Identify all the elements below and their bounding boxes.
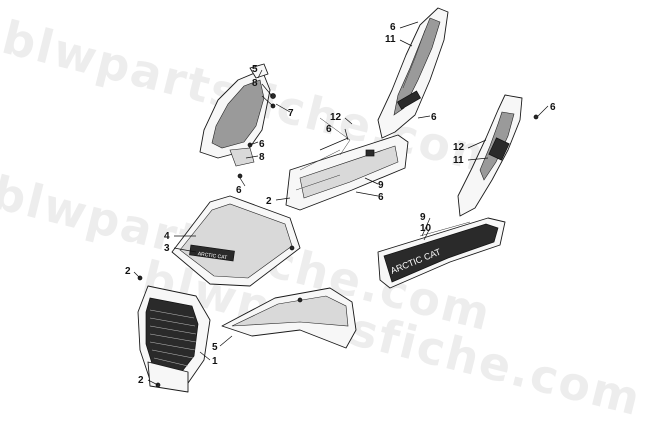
parts-diagram: blwpartsfiche.com blwpartsfiche.com blwp… xyxy=(0,7,647,426)
callout-labels: 6 11 5 8 7 6 8 6 12 6 6 2 9 6 6 12 11 4 … xyxy=(125,22,556,386)
callout-11: 11 xyxy=(385,34,396,45)
right-side-panel-mid xyxy=(457,94,539,217)
hood-cover: ARCTIC CAT xyxy=(171,195,301,287)
callout-10: 10 xyxy=(420,223,432,234)
callout-7: 7 xyxy=(288,108,294,119)
callout-9: 9 xyxy=(420,212,426,223)
front-cowl-upper xyxy=(199,63,276,179)
leader-lines xyxy=(133,21,549,386)
callout-6: 6 xyxy=(550,102,556,113)
hood-decal-text: ARCTIC CAT xyxy=(197,251,227,261)
callout-4: 4 xyxy=(164,231,170,242)
callout-6: 6 xyxy=(378,192,384,203)
callout-12: 12 xyxy=(453,142,465,153)
side-decal: ARCTIC CAT xyxy=(377,217,506,289)
center-tray-panel xyxy=(285,117,409,211)
callout-12: 12 xyxy=(330,112,342,123)
callout-11: 11 xyxy=(453,155,464,166)
right-side-panel-upper xyxy=(377,7,449,139)
callout-2: 2 xyxy=(266,196,272,207)
callout-3: 3 xyxy=(164,243,170,254)
front-grille xyxy=(137,275,211,393)
callout-5: 5 xyxy=(212,342,218,353)
callout-6: 6 xyxy=(236,185,242,196)
callout-6: 6 xyxy=(431,112,437,123)
callout-8: 8 xyxy=(252,78,258,89)
callout-2: 2 xyxy=(138,375,144,386)
callout-8: 8 xyxy=(259,152,265,163)
callout-5: 5 xyxy=(252,64,258,75)
callout-1: 1 xyxy=(212,356,218,367)
lower-side-fender xyxy=(221,287,357,349)
callout-6: 6 xyxy=(259,139,265,150)
callout-6: 6 xyxy=(326,124,332,135)
callout-6: 6 xyxy=(390,22,396,33)
exploded-view-svg: ARCTIC CAT ARCTIC CAT xyxy=(125,7,556,393)
callout-2: 2 xyxy=(125,266,131,277)
callout-9: 9 xyxy=(378,180,384,191)
